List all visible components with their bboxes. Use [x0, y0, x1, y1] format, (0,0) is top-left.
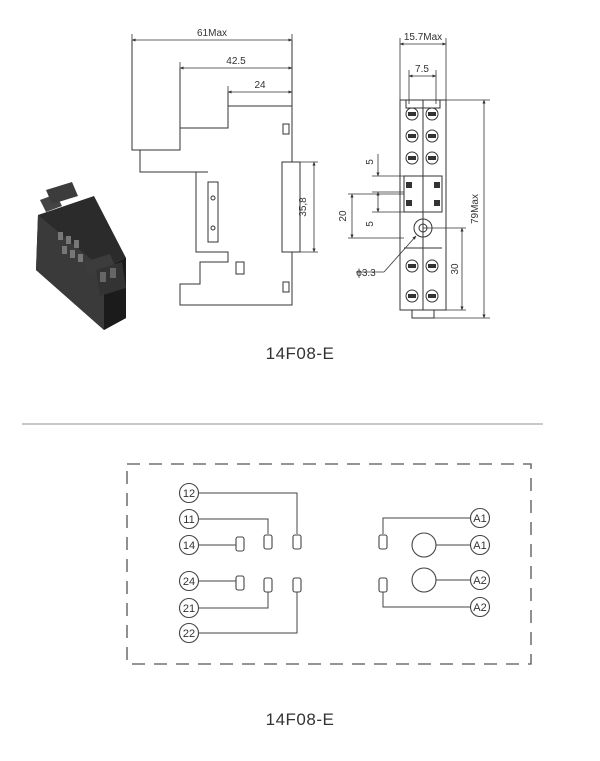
terminal-label-12: 12 — [183, 488, 195, 500]
contact-pads — [235, 534, 388, 593]
front-view-drawing — [399, 99, 447, 319]
front-view-terminal-marks — [406, 112, 440, 298]
terminal-circles — [178, 482, 491, 644]
dim-vertical-pitch-b: 5 — [365, 221, 376, 227]
terminal-label-14: 14 — [183, 540, 195, 552]
dim-mid-width: 42.5 — [226, 56, 246, 67]
contact-pad — [235, 536, 245, 552]
wiring-lines — [199, 492, 470, 634]
terminal-label-a2-upper: A2 — [473, 575, 486, 587]
terminal-label-21: 21 — [183, 603, 195, 615]
wiring-diagram-frame — [126, 463, 532, 665]
contact-pad — [263, 534, 273, 550]
terminal-label-a1-lower: A1 — [473, 540, 486, 552]
contact-pad — [292, 534, 302, 550]
side-view-drawing — [131, 40, 301, 306]
coil-symbols — [411, 532, 437, 593]
socket-product-photo — [36, 182, 126, 330]
terminal-label-a1-upper: A1 — [473, 513, 486, 525]
top-caption: 14F08-E — [265, 344, 335, 363]
terminal-label-a2-lower: A2 — [473, 602, 486, 614]
contact-pad — [292, 577, 302, 593]
dim-overall-width: 61Max — [197, 28, 227, 39]
dim-lower-height: 30 — [450, 263, 461, 275]
contact-pad — [378, 534, 388, 550]
bottom-caption: 14F08-E — [265, 710, 335, 729]
terminal-label-22: 22 — [183, 628, 195, 640]
dim-front-pitch: 7.5 — [415, 64, 429, 75]
side-view-dimensions — [131, 34, 318, 253]
dim-spacing: 20 — [338, 210, 349, 222]
dim-vertical-pitch-a: 5 — [365, 159, 376, 165]
coil-circle — [411, 532, 437, 558]
dim-small-width: 24 — [254, 80, 266, 91]
dim-front-height: 79Max — [470, 194, 481, 224]
contact-pad — [235, 575, 245, 591]
terminal-label-11: 11 — [183, 514, 194, 526]
dim-front-width: 15.7Max — [404, 32, 442, 43]
dim-height: 35,8 — [298, 197, 309, 217]
dim-hole-diameter: ϕ3.3 — [356, 268, 376, 279]
contact-pad — [263, 577, 273, 593]
contact-pad — [378, 577, 388, 593]
terminal-label-24: 24 — [183, 576, 195, 588]
coil-circle — [411, 567, 437, 593]
front-view-dimensions — [348, 38, 490, 319]
